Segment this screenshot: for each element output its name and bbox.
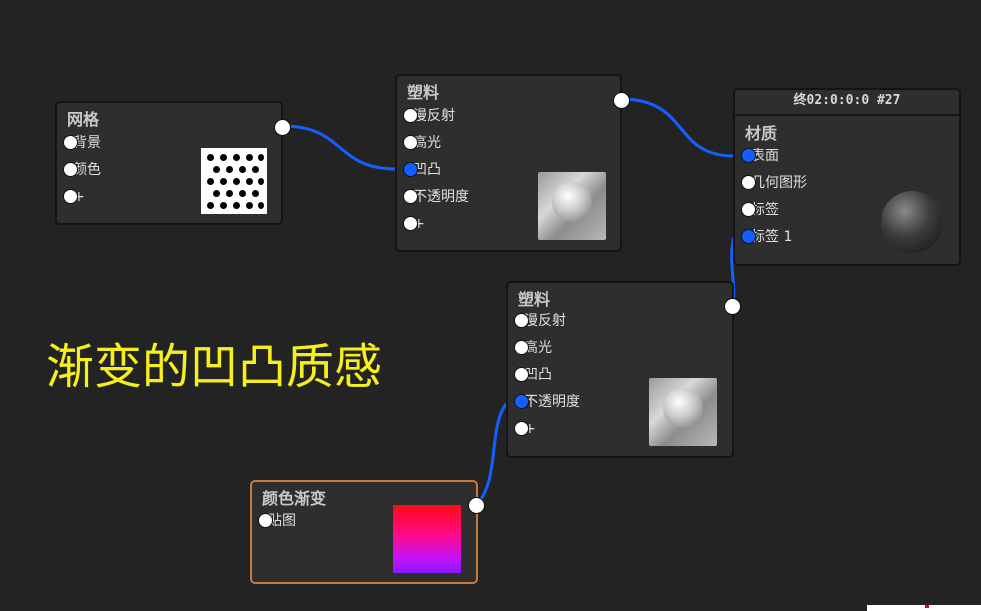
- input-label: 漫反射: [524, 313, 566, 329]
- material-preview-sphere: [881, 191, 943, 253]
- input-diffuse[interactable]: 漫反射: [403, 106, 455, 126]
- input-label: 几何图形: [751, 175, 807, 191]
- input-label: +: [413, 216, 425, 232]
- node-title: 塑料: [407, 83, 440, 102]
- wire-grid-to-bump: [282, 124, 397, 171]
- input-socket-connected[interactable]: [514, 394, 529, 409]
- plastic-preview-image: [649, 378, 717, 446]
- input-label: 标签: [751, 202, 779, 218]
- input-socket-connected[interactable]: [741, 148, 756, 163]
- input-label: 颜色: [73, 162, 101, 178]
- input-socket[interactable]: [514, 313, 529, 328]
- input-bump[interactable]: 凹凸: [403, 160, 441, 180]
- input-label: 高光: [413, 135, 441, 151]
- node-color-gradient[interactable]: 颜色渐变 贴图: [250, 480, 485, 584]
- input-socket[interactable]: [514, 340, 529, 355]
- input-socket[interactable]: [63, 162, 78, 177]
- input-background[interactable]: 背景: [63, 133, 101, 153]
- input-socket[interactable]: [258, 513, 273, 528]
- input-label: 标签 1: [751, 229, 793, 245]
- input-socket-connected[interactable]: [403, 162, 418, 177]
- node-grid[interactable]: 网格 背景 颜色 +: [55, 101, 291, 225]
- node-title: 颜色渐变: [262, 489, 327, 508]
- plastic-preview-image: [538, 172, 606, 240]
- input-add[interactable]: +: [63, 187, 85, 207]
- input-bump[interactable]: 凹凸: [514, 365, 552, 385]
- input-label: +: [524, 421, 536, 437]
- input-label: 不透明度: [524, 394, 580, 410]
- caption-text: 渐变的凹凸质感: [46, 339, 383, 395]
- input-socket[interactable]: [403, 135, 418, 150]
- node-plastic-2[interactable]: 塑料 漫反射 高光 凹凸 不透明度 +: [506, 281, 741, 458]
- input-texture[interactable]: 贴图: [258, 511, 296, 531]
- input-socket[interactable]: [403, 189, 418, 204]
- input-socket[interactable]: [403, 108, 418, 123]
- input-socket[interactable]: [514, 367, 529, 382]
- input-label: 高光: [524, 340, 552, 356]
- input-color[interactable]: 颜色: [63, 160, 101, 180]
- gradient-preview-image: [393, 505, 461, 573]
- input-add[interactable]: +: [403, 214, 425, 234]
- input-label[interactable]: 标签: [741, 200, 779, 220]
- wire-plastic-to-surface: [620, 97, 735, 158]
- input-specular[interactable]: 高光: [403, 133, 441, 153]
- input-surface[interactable]: 表面: [741, 146, 779, 166]
- input-label-1[interactable]: 标签 1: [741, 227, 793, 247]
- node-header: 终02:0:0:0 #27: [735, 90, 959, 116]
- input-diffuse[interactable]: 漫反射: [514, 311, 566, 331]
- input-label: 贴图: [268, 513, 296, 529]
- input-geometry[interactable]: 几何图形: [741, 173, 807, 193]
- node-material[interactable]: 终02:0:0:0 #27 材质 表面 几何图形 标签 标签 1: [733, 88, 961, 266]
- output-socket[interactable]: [613, 92, 630, 109]
- input-label: +: [73, 189, 85, 205]
- node-title: 网格: [67, 110, 100, 129]
- input-specular[interactable]: 高光: [514, 338, 552, 358]
- input-socket[interactable]: [514, 421, 529, 436]
- grid-preview-image: [201, 148, 267, 214]
- output-socket[interactable]: [724, 298, 741, 315]
- input-socket[interactable]: [741, 202, 756, 217]
- input-socket[interactable]: [403, 216, 418, 231]
- input-socket[interactable]: [741, 175, 756, 190]
- input-label: 凹凸: [524, 367, 552, 383]
- node-plastic-1[interactable]: 塑料 漫反射 高光 凹凸 不透明度 +: [395, 74, 630, 252]
- input-label: 背景: [73, 135, 101, 151]
- node-title: 塑料: [518, 290, 551, 309]
- input-add[interactable]: +: [514, 419, 536, 439]
- output-socket[interactable]: [468, 497, 485, 514]
- input-label: 表面: [751, 148, 779, 164]
- input-socket[interactable]: [63, 189, 78, 204]
- input-opacity[interactable]: 不透明度: [514, 392, 580, 412]
- input-socket[interactable]: [63, 135, 78, 150]
- input-label: 漫反射: [413, 108, 455, 124]
- input-opacity[interactable]: 不透明度: [403, 187, 469, 207]
- corner-window-fragment: [867, 605, 981, 611]
- input-socket-connected[interactable]: [741, 229, 756, 244]
- node-title: 材质: [745, 124, 778, 143]
- output-socket[interactable]: [274, 119, 291, 136]
- input-label: 不透明度: [413, 189, 469, 205]
- wire-gradient-to-opacity: [475, 402, 509, 506]
- input-label: 凹凸: [413, 162, 441, 178]
